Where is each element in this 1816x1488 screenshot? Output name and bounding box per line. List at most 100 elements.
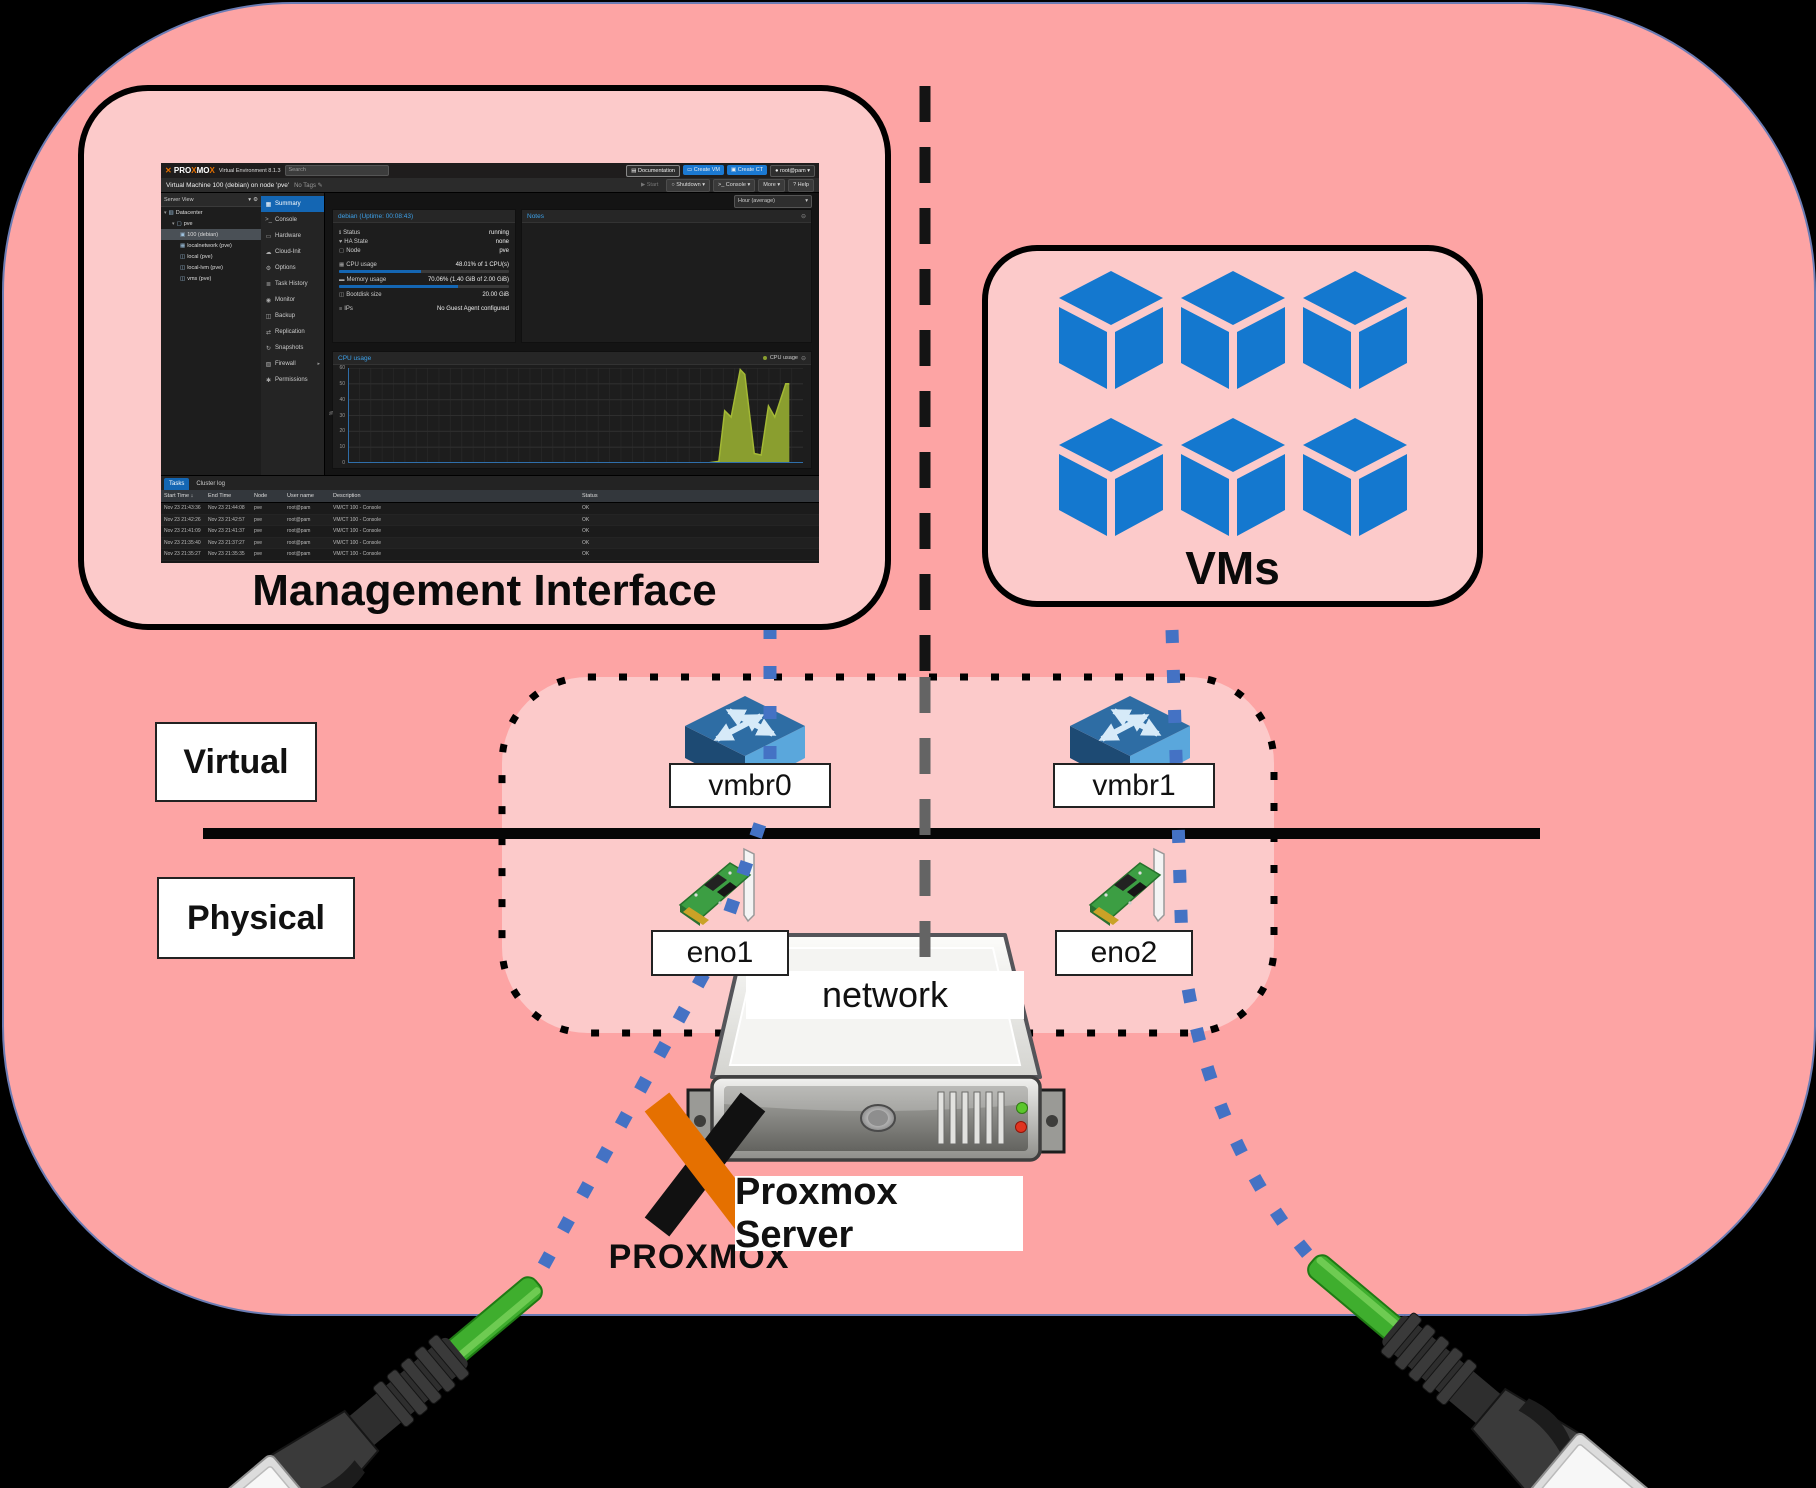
navbar-actions: ▶ Start ○ Shutdown ▾>_ Console ▾More ▾? H… [636, 178, 814, 192]
collapse-icon[interactable]: ⊖ [800, 355, 806, 362]
tags-label[interactable]: No Tags ✎ [294, 182, 323, 189]
gear-icon[interactable]: ⚙ [253, 196, 258, 203]
legend-dot-icon [762, 356, 767, 360]
sidebar-item-datacenter[interactable]: ▾▥Datacenter [164, 209, 203, 216]
menu-item-snapshots[interactable]: ↻Snapshots [265, 345, 304, 352]
period-select[interactable]: Hour (average)▾ [734, 195, 812, 208]
menu-item-monitor[interactable]: ◉Monitor [265, 297, 296, 304]
eno1-label: eno1 [651, 930, 789, 976]
sidebar-item-local-pve-[interactable]: ◫local (pve) [180, 253, 213, 260]
column-header[interactable]: Status [582, 493, 598, 499]
info-icon: ℹ [339, 229, 342, 236]
menu-item-replication[interactable]: ⇄Replication [265, 329, 305, 336]
summary-icon: ▦ [265, 201, 272, 208]
menu-item-firewall[interactable]: ▧Firewall▸ [265, 361, 320, 368]
cloud-icon: ☁ [265, 249, 272, 256]
vms-title: VMs [1185, 542, 1280, 594]
vm-cube-icon [1302, 418, 1407, 541]
hardware-icon: ▭ [265, 233, 272, 240]
virtual-physical-divider [203, 828, 1540, 839]
storage-icon: ◫ [180, 264, 186, 271]
eye-icon: ◉ [265, 297, 272, 304]
vm-cube-icon [1302, 271, 1407, 394]
shutdown-button[interactable]: ○ Shutdown ▾ [666, 178, 710, 192]
proxmox-logo: ✕ PROXMOX [165, 166, 215, 175]
start-button[interactable]: ▶ Start [641, 181, 659, 188]
disk-icon: ◫ [339, 291, 345, 298]
collapse-icon[interactable]: ⊖ [800, 213, 806, 220]
menu-item-options[interactable]: ⚙Options [265, 265, 296, 272]
tab-cluster-log[interactable]: Cluster log [196, 481, 226, 487]
storage-icon: ◫ [180, 275, 186, 282]
root-pam-button[interactable]: ● root@pam ▾ [770, 164, 815, 177]
node-icon: ▢ [339, 247, 345, 254]
search-input[interactable]: Search [284, 165, 389, 176]
management-interface-title: Management Interface [252, 566, 717, 615]
virtual-label: Virtual [155, 722, 317, 802]
menu-item-backup[interactable]: ◫Backup [265, 313, 296, 320]
console-button[interactable]: >_ Console ▾ [712, 178, 756, 192]
column-header[interactable]: Node [254, 493, 268, 499]
management-interface-box: ✕ PROXMOX Virtual Environment 8.1.3 Sear… [78, 85, 891, 630]
column-header[interactable]: Start Time ↓ [164, 493, 194, 499]
menu-item-hardware[interactable]: ▭Hardware [265, 233, 302, 240]
key-icon: ✱ [265, 377, 272, 384]
notes-title: Notes [527, 212, 544, 220]
menu-item-summary[interactable]: ▦Summary [261, 196, 324, 212]
sidebar-item-pve[interactable]: ▾▢pve [172, 220, 193, 227]
storage-icon: ◫ [180, 253, 186, 260]
content-area: Hour (average)▾ debian (Uptime: 00:08:43… [325, 193, 819, 476]
node-icon: ▢ [176, 220, 182, 227]
vmbr0-label: vmbr0 [669, 763, 831, 808]
sidebar-item-localnetwork-pve-[interactable]: ▦localnetwork (pve) [180, 242, 232, 249]
eno2-label: eno2 [1055, 930, 1193, 976]
vm-cube-icon [1180, 271, 1285, 394]
vm-cube-icon [1180, 418, 1285, 541]
proxmox-web-ui: ✕ PROXMOX Virtual Environment 8.1.3 Sear… [161, 163, 819, 563]
menu-item-permissions[interactable]: ✱Permissions [265, 377, 308, 384]
ui-version: Virtual Environment 8.1.3 [218, 167, 281, 174]
more-button[interactable]: More ▾ [758, 178, 786, 192]
tab-tasks[interactable]: Tasks [164, 478, 190, 490]
server-view-select[interactable]: Server View▾ ⚙ [161, 193, 261, 207]
column-header[interactable]: End Time [208, 493, 232, 499]
topbar-actions: ▤ Documentation▭ Create VM▣ Create CT● r… [626, 164, 815, 177]
datacenter-icon: ▥ [168, 209, 174, 216]
resource-tree-panel: Server View▾ ⚙ ▾▥Datacenter ▾▢pve ▣100 (de… [161, 193, 262, 476]
help-button[interactable]: ? Help [788, 178, 814, 192]
column-header[interactable]: Description [333, 493, 361, 499]
vm-cube-icon [1058, 418, 1163, 541]
alert-led-icon [1015, 1121, 1027, 1133]
sidebar-item-100-debian-[interactable]: ▣100 (debian) [161, 229, 261, 240]
menu-item-task-history[interactable]: ≣Task History [265, 281, 308, 288]
create-ct-button[interactable]: ▣ Create CT [727, 164, 768, 175]
create-vm-button[interactable]: ▭ Create VM [682, 164, 724, 175]
progress-bar [339, 285, 509, 288]
cpu-usage-chart [348, 368, 803, 463]
sidebar-item-local-lvm-pve-[interactable]: ◫local-lvm (pve) [180, 264, 223, 271]
documentation-button[interactable]: ▤ Documentation [626, 164, 680, 177]
menu-item-cloud-init[interactable]: ☁Cloud-Init [265, 249, 301, 256]
cpu-icon: ▦ [339, 261, 345, 268]
sidebar-item-vms-pve-[interactable]: ◫vms (pve) [180, 275, 212, 282]
memory-icon: ▬ [339, 276, 345, 283]
vms-box: VMs [982, 245, 1483, 607]
console-icon: >_ [265, 217, 272, 223]
menu-item-console[interactable]: >_Console [265, 217, 298, 223]
summary-panel-title: debian (Uptime: 00:08:43) [333, 210, 515, 223]
firewall-icon: ▧ [265, 361, 272, 368]
column-header[interactable]: User name [287, 493, 314, 499]
eno2-nic-icon [1089, 848, 1165, 927]
